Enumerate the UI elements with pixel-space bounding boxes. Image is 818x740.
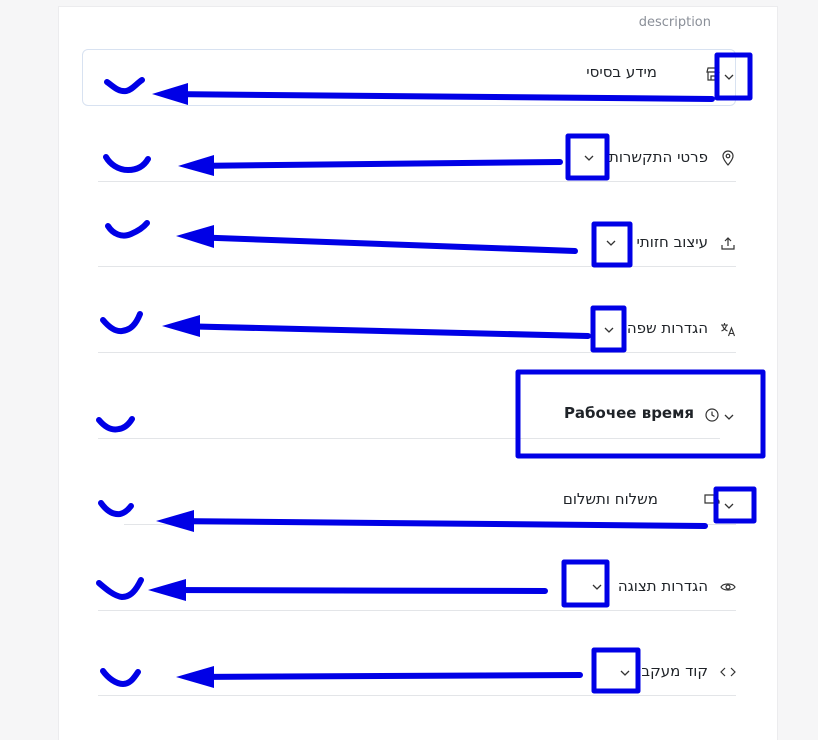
section-title: Рабочее время bbox=[563, 404, 694, 422]
settings-panel: description bbox=[58, 6, 778, 740]
section-title: הגדרות תצוגה bbox=[617, 577, 708, 595]
section-title: עיצוב חזותי bbox=[636, 233, 708, 251]
section-shipping-payment[interactable]: משלוח ותשלום bbox=[124, 479, 736, 525]
chevron-down-icon[interactable] bbox=[604, 327, 614, 334]
description-label: description bbox=[638, 15, 711, 30]
section-title: פרטי התקשרות bbox=[608, 148, 708, 166]
section-basic-info[interactable]: מידע בסיסי bbox=[82, 49, 736, 106]
chevron-down-icon[interactable] bbox=[606, 240, 616, 247]
chevron-down-icon[interactable] bbox=[724, 74, 734, 81]
section-visual-design[interactable]: עיצוב חזותי bbox=[98, 221, 736, 267]
chevron-down-icon[interactable] bbox=[620, 670, 630, 677]
eye-icon bbox=[720, 583, 736, 591]
section-language-settings[interactable]: הגדרות שפה bbox=[98, 307, 736, 353]
map-pin-icon bbox=[722, 150, 734, 166]
section-tracking-code[interactable]: קוד מעקב bbox=[98, 650, 736, 696]
truck-icon bbox=[704, 494, 720, 504]
section-title: קוד מעקב bbox=[641, 662, 708, 680]
translate-icon bbox=[721, 323, 736, 337]
chevron-down-icon[interactable] bbox=[592, 584, 602, 591]
section-title: משלוח ותשלום bbox=[562, 490, 658, 508]
chevron-down-icon[interactable] bbox=[584, 155, 594, 162]
upload-icon bbox=[721, 237, 735, 250]
section-title: מידע בסיסי bbox=[586, 63, 657, 81]
section-display-settings[interactable]: הגדרות תצוגה bbox=[98, 565, 736, 611]
code-icon bbox=[720, 667, 736, 677]
section-title: הגדרות שפה bbox=[626, 319, 708, 337]
clock-icon bbox=[705, 408, 719, 422]
section-contact-details[interactable]: פרטי התקשרות bbox=[98, 136, 736, 182]
store-icon bbox=[706, 67, 720, 81]
section-working-hours[interactable]: Рабочее время bbox=[98, 392, 734, 439]
chevron-down-icon[interactable] bbox=[724, 414, 734, 421]
chevron-down-icon[interactable] bbox=[724, 503, 734, 510]
